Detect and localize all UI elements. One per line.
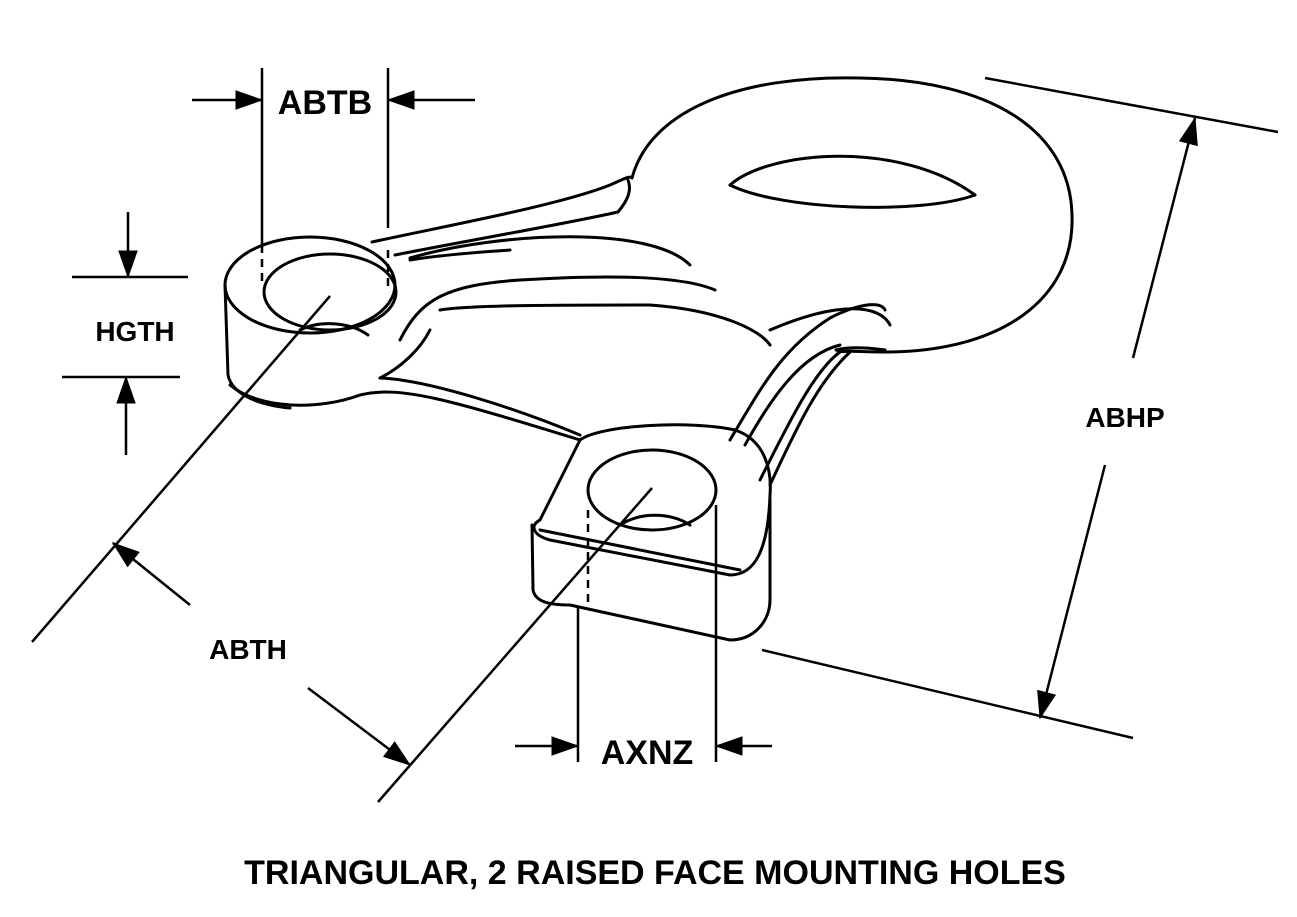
- dimension-abth: ABTH: [31, 295, 653, 803]
- left-boss-hole: [262, 252, 398, 332]
- bracket-part: [223, 76, 1074, 642]
- upper-arm: [370, 175, 634, 244]
- right-boss-hole: [586, 448, 718, 532]
- dimension-abhp: ABHP: [761, 76, 1279, 740]
- right-boss-top: [532, 423, 772, 577]
- label-abtb: ABTB: [278, 84, 372, 122]
- lower-arm: [728, 303, 887, 442]
- label-abth: ABTH: [209, 634, 287, 665]
- dimension-abtb: ABTB: [192, 68, 475, 245]
- label-abhp: ABHP: [1085, 402, 1164, 433]
- diagram-caption: TRIANGULAR, 2 RAISED FACE MOUNTING HOLES: [244, 854, 1066, 892]
- label-axnz: AXNZ: [601, 734, 694, 772]
- dimension-axnz: AXNZ: [515, 505, 772, 772]
- label-hgth: HGTH: [95, 316, 174, 347]
- large-ring-hole: [728, 154, 977, 197]
- middle-branch: [398, 275, 717, 342]
- large-ring-outline: [630, 76, 1074, 354]
- dimension-hgth: HGTH: [62, 212, 188, 455]
